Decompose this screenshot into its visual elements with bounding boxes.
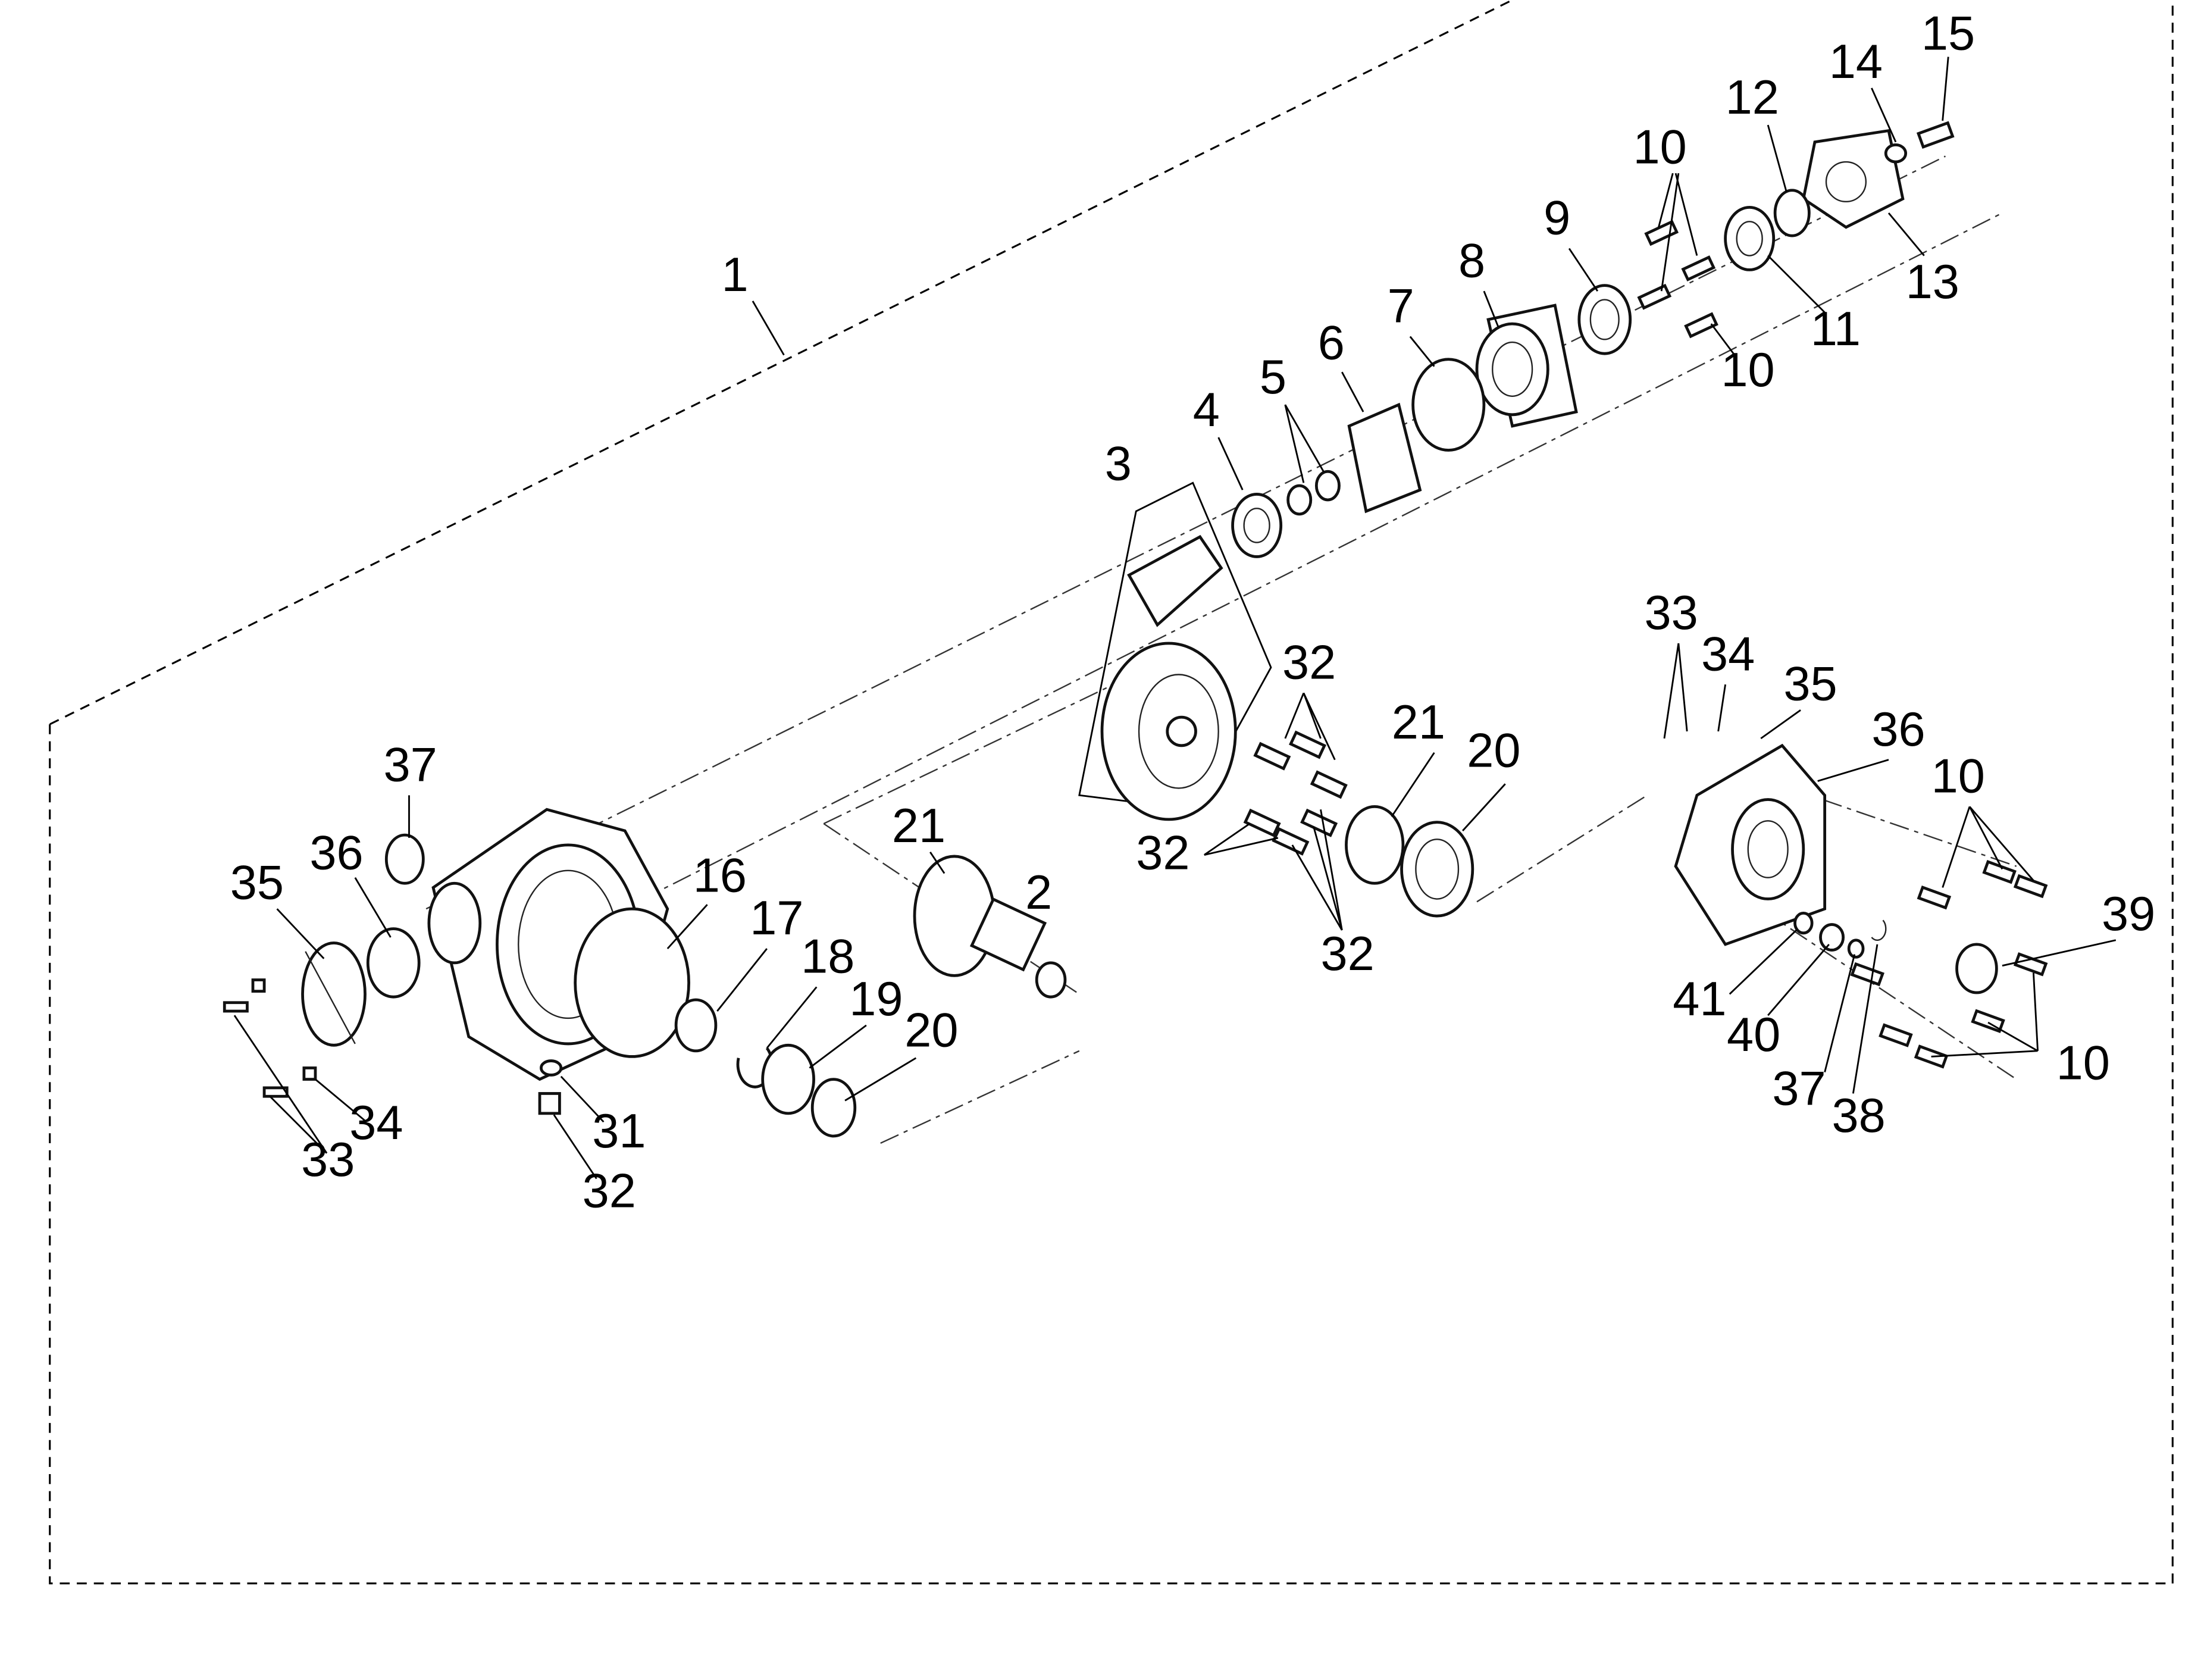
pinion-gear-3 — [1127, 534, 1223, 627]
callout-32: 32 — [1136, 826, 1189, 880]
callout-15: 15 — [1921, 7, 1975, 61]
callout-41: 41 — [1673, 972, 1726, 1026]
callout-40: 40 — [1727, 1008, 1780, 1062]
callout-32: 32 — [1282, 636, 1336, 690]
ring-gear — [1100, 642, 1237, 821]
seal-17 — [674, 998, 718, 1053]
callout-16: 16 — [693, 849, 747, 903]
o-ring-7 — [1411, 358, 1486, 452]
callout-34: 34 — [1701, 627, 1755, 681]
callout-36: 36 — [1871, 703, 1925, 756]
callout-2: 2 — [1025, 866, 1052, 919]
callout-20: 20 — [1467, 724, 1520, 778]
o-ring-16 — [574, 907, 690, 1058]
cover-35 — [301, 941, 367, 1047]
bearing-9 — [1577, 284, 1632, 355]
callout-32: 32 — [583, 1164, 636, 1218]
callout-13: 13 — [1906, 255, 1959, 309]
callout-8: 8 — [1458, 234, 1485, 287]
bearing-housing-8 — [1475, 304, 1578, 428]
callout-4: 4 — [1193, 383, 1220, 437]
bolts-10-top — [1637, 220, 1718, 339]
o-ring-21 — [1345, 805, 1405, 885]
o-ring-36 — [366, 927, 421, 999]
callout-7: 7 — [1388, 280, 1414, 333]
assembly-boundary-frame — [49, 0, 2174, 1585]
callout-31: 31 — [592, 1105, 646, 1158]
callout-10: 10 — [1931, 750, 1985, 803]
bolts-10-right — [1850, 860, 2048, 1069]
callout-36: 36 — [309, 826, 363, 880]
rear-cover — [1674, 743, 1827, 946]
washer-31 — [540, 1059, 563, 1077]
callout-10: 10 — [1633, 120, 1686, 174]
callout-3: 3 — [1105, 437, 1132, 491]
callout-6: 6 — [1318, 317, 1345, 370]
callout-10: 10 — [2056, 1037, 2110, 1090]
flange-yoke — [1802, 121, 1955, 229]
bearing-19 — [761, 1043, 815, 1115]
o-ring-12 — [1773, 189, 1811, 237]
callout-33: 33 — [301, 1133, 355, 1187]
callout-21: 21 — [892, 799, 946, 853]
callout-33: 33 — [1645, 586, 1698, 640]
callout-37: 37 — [384, 738, 437, 791]
callout-10: 10 — [1721, 343, 1774, 397]
callout-9: 9 — [1544, 192, 1570, 245]
callout-labels: 1 15 14 12 10 9 8 13 11 10 7 6 5 4 3 32 … — [230, 7, 2155, 1218]
leader-1 — [752, 301, 785, 356]
callout-5: 5 — [1260, 351, 1286, 404]
bearing-4 — [1231, 493, 1283, 558]
callout-35: 35 — [1783, 657, 1837, 711]
callout-14: 14 — [1829, 35, 1883, 89]
callout-11: 11 — [1811, 302, 1861, 356]
oil-seal-11 — [1724, 206, 1776, 271]
callout-34: 34 — [349, 1096, 403, 1150]
shim-20 — [810, 1078, 857, 1138]
callout-32: 32 — [1320, 927, 1374, 981]
callout-39: 39 — [2102, 887, 2155, 941]
callout-12: 12 — [1726, 71, 1779, 124]
gasket-6 — [1347, 402, 1422, 514]
callout-20: 20 — [904, 1004, 958, 1058]
seal-39 — [1955, 943, 1998, 994]
shim-5b — [1314, 470, 1341, 502]
shim-5a — [1286, 484, 1313, 516]
callout-35: 35 — [230, 856, 284, 910]
bearing-20 — [1400, 821, 1474, 918]
drain-plug-32 — [538, 1092, 561, 1115]
bolts-33-34-left — [223, 978, 317, 1098]
seal-37 — [384, 833, 425, 885]
assembly-boundary — [49, 0, 1513, 725]
callout-1: 1 — [721, 248, 748, 302]
callout-38: 38 — [1832, 1089, 1886, 1143]
callout-37: 37 — [1772, 1062, 1826, 1116]
callout-18: 18 — [801, 930, 854, 984]
small-parts-37-41 — [1793, 912, 1887, 959]
leader-lines — [233, 57, 2117, 1180]
callout-17: 17 — [750, 891, 803, 945]
callout-21: 21 — [1392, 696, 1445, 749]
differential-21 — [913, 855, 1067, 999]
callout-19: 19 — [849, 972, 903, 1026]
